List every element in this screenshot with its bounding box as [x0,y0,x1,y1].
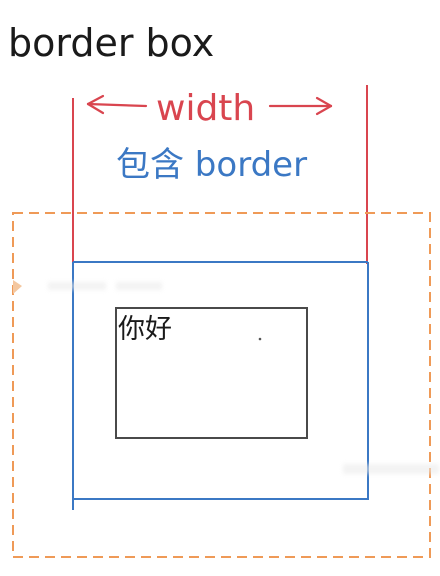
diagram-title: border box [8,21,214,65]
width-indicator: width [72,85,368,272]
border-box [72,261,369,510]
arrow-right-icon [268,96,333,116]
content-box [115,307,308,439]
margin-box [12,212,431,558]
border-note: 包含 border [116,145,307,185]
orange-corner-mark [13,280,22,294]
content-dot [258,337,262,341]
width-label: width [156,88,255,129]
faint-smudges [48,282,439,474]
content-text: 你好 [118,314,172,345]
arrow-left-icon [86,94,148,115]
